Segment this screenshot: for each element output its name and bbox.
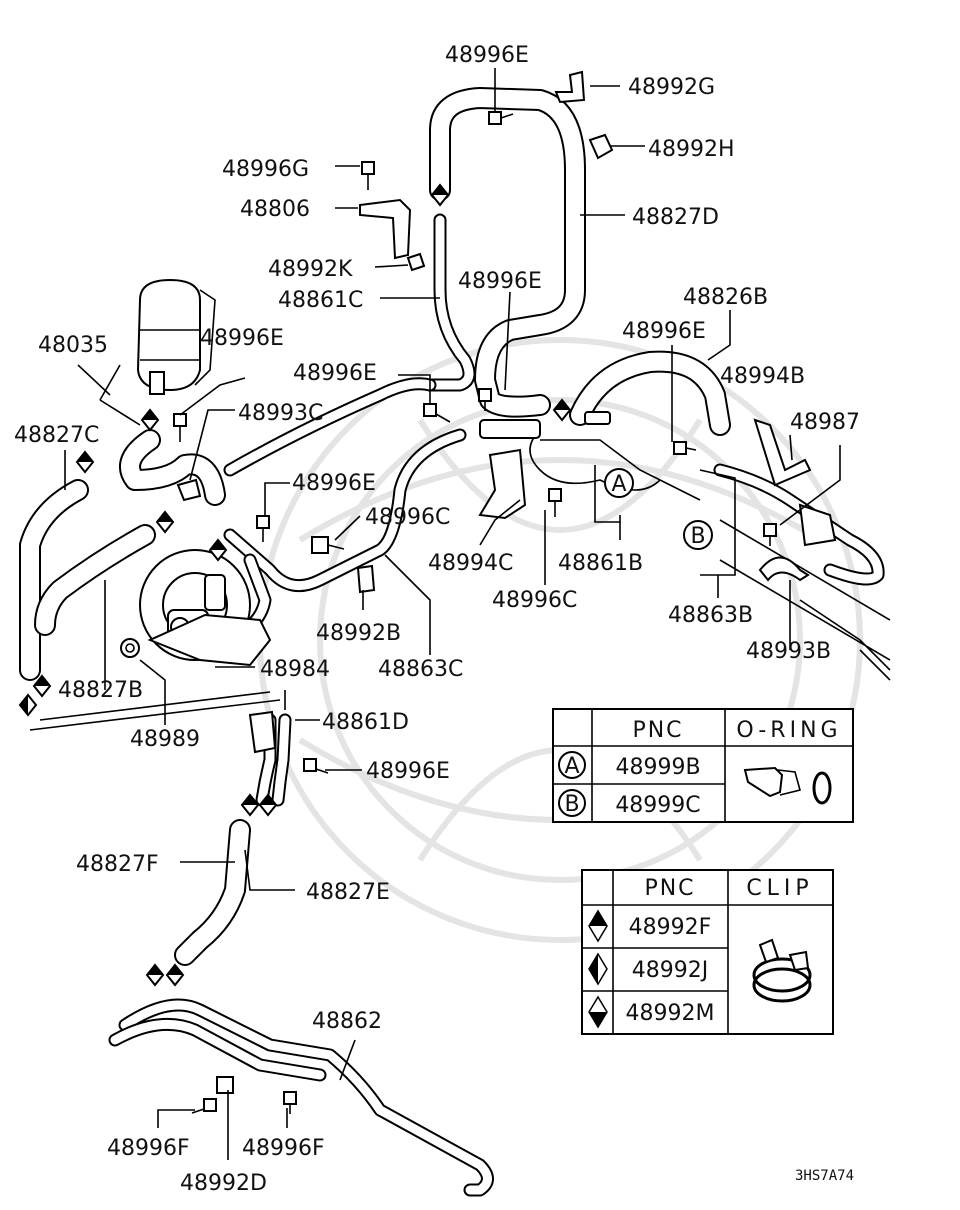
label-48996f-r: 48996F	[242, 1136, 325, 1161]
label-48994c: 48994C	[428, 551, 513, 576]
label-48827e: 48827E	[306, 880, 390, 905]
clip-row-f: 48992F	[588, 909, 712, 943]
label-48861c: 48861C	[278, 288, 363, 313]
label-48996e-low: 48996E	[366, 759, 450, 784]
label-48993c: 48993C	[238, 401, 323, 426]
reservoir-hose	[119, 429, 226, 506]
label-48987: 48987	[790, 410, 860, 435]
pipe-48863C	[223, 428, 467, 593]
oring-row-a: A 48999B	[558, 751, 701, 780]
oring-icon	[743, 766, 832, 805]
clamp-48993B	[758, 556, 810, 582]
hose-48826B	[569, 350, 731, 436]
label-48996e-c: 48996E	[292, 471, 376, 496]
small-clips	[176, 70, 614, 754]
clip-header-pnc: PNC	[644, 876, 695, 901]
svg-text:B: B	[690, 524, 705, 549]
label-48992k: 48992K	[268, 257, 353, 282]
gear-box-48984	[147, 613, 272, 667]
label-48862: 48862	[312, 1009, 382, 1034]
clip-markers	[18, 183, 572, 987]
label-48989: 48989	[130, 727, 200, 752]
pipe-48862	[108, 998, 494, 1197]
reservoir-48035	[136, 278, 216, 395]
label-48863b: 48863B	[668, 603, 753, 628]
label-48992g: 48992G	[628, 75, 715, 100]
bracket-48994B	[753, 418, 812, 487]
oring-header-pnc: PNC	[632, 718, 683, 743]
pipe-48863B	[713, 463, 885, 586]
oring-pnc-a: 48999B	[615, 755, 700, 780]
pipe-48993C-line	[223, 377, 437, 477]
label-48984: 48984	[260, 657, 330, 682]
clip-pnc-f: 48992F	[629, 915, 712, 940]
hose-48827E-F	[174, 819, 251, 966]
label-48993b: 48993B	[746, 639, 831, 664]
part-labels: 48996E 48992G 48992H 48996G 48806 48827D…	[14, 43, 860, 1196]
label-48996e-mid: 48996E	[458, 269, 542, 294]
label-48996e-top: 48996E	[445, 43, 529, 68]
figure-code: 3HS7A74	[795, 1168, 854, 1184]
label-48861b: 48861B	[558, 551, 643, 576]
label-48996c-b: 48996C	[492, 588, 577, 613]
clip-row-j: 48992J	[588, 952, 708, 986]
clip-header-clip: CLIP	[746, 876, 813, 901]
label-48994b: 48994B	[720, 364, 805, 389]
oring-row-b: B 48999C	[558, 789, 701, 818]
hose-48827B	[34, 524, 156, 636]
label-48996f-l: 48996F	[107, 1136, 190, 1161]
label-48806: 48806	[240, 197, 310, 222]
label-48996c-c: 48996C	[365, 505, 450, 530]
label-48827f: 48827F	[76, 852, 159, 877]
label-48863c: 48863C	[378, 657, 463, 682]
label-48827d: 48827D	[632, 205, 719, 230]
label-48827b: 48827B	[58, 678, 143, 703]
label-48996e-res: 48996E	[200, 326, 284, 351]
clip-icon	[752, 938, 812, 1003]
clip-pnc-j: 48992J	[632, 958, 708, 983]
pipe-48861C	[423, 213, 476, 392]
clip-48987	[798, 503, 837, 547]
svg-text:A: A	[611, 472, 626, 497]
label-48992d: 48992D	[180, 1171, 267, 1196]
connector-48861B	[479, 411, 611, 439]
label-48826b: 48826B	[683, 285, 768, 310]
bracket-48806	[359, 198, 412, 260]
oring-pnc-b: 48999C	[615, 793, 700, 818]
callout-a: A	[594, 465, 634, 523]
label-48996e-l: 48996E	[293, 361, 377, 386]
label-48996g: 48996G	[222, 157, 309, 182]
oring-key-a: A	[564, 754, 579, 779]
oring-key-b: B	[564, 792, 579, 817]
label-48992h: 48992H	[648, 137, 735, 162]
clip-row-m: 48992M	[588, 995, 715, 1029]
pipe-48861D	[255, 713, 292, 807]
label-48861d: 48861D	[322, 710, 409, 735]
bracket-48994C	[478, 448, 527, 520]
leader-lines	[29, 68, 841, 1160]
clip-pnc-m: 48992M	[626, 1001, 715, 1026]
oring-header-oring: O-RING	[736, 718, 841, 743]
hose-48827C	[19, 479, 89, 681]
clip-table: PNC CLIP 48992F 48992J 48992M	[581, 869, 834, 1035]
label-48035: 48035	[38, 333, 108, 358]
label-48992b: 48992B	[316, 621, 401, 646]
oring-table: PNC O-RING A 48999B B 48999C	[552, 708, 854, 823]
bolts	[120, 111, 777, 1114]
label-48827c: 48827C	[14, 423, 99, 448]
label-48996e-r: 48996E	[622, 319, 706, 344]
frame-outline	[529, 429, 891, 681]
